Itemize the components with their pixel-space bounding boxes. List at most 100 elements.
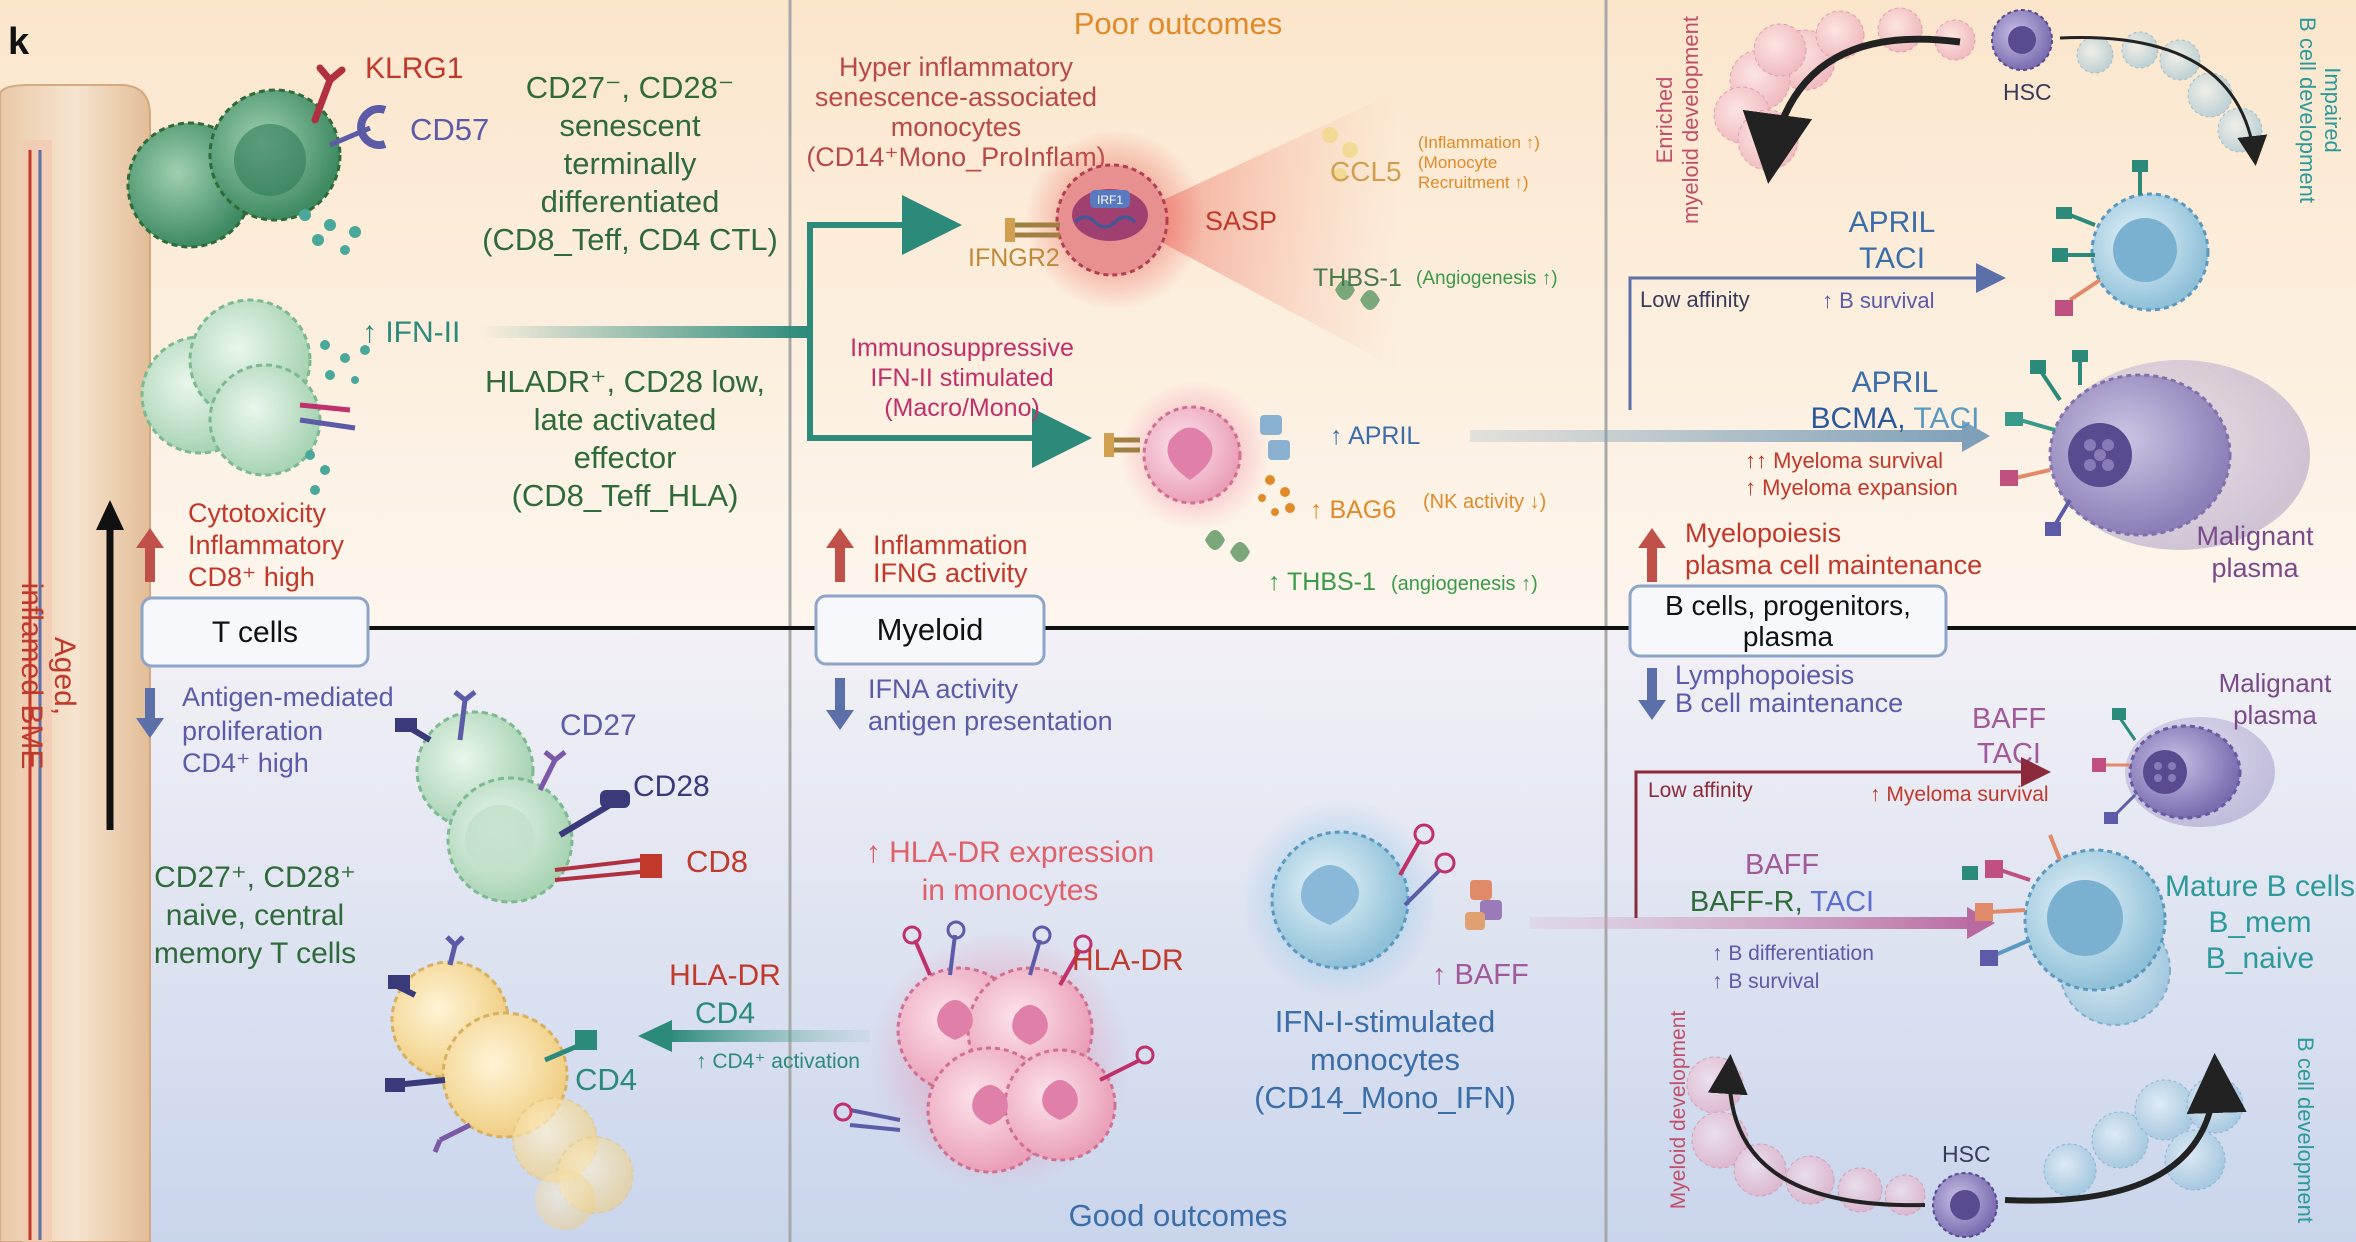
impaired-line1: Impaired bbox=[2320, 67, 2345, 153]
malignant-bottom-line1: Malignant bbox=[2219, 668, 2333, 698]
baff-taci-line1: BAFF bbox=[1972, 703, 2046, 735]
bcma-label: BCMA bbox=[1811, 402, 1898, 435]
thbs1b-label: ↑ THBS-1 bbox=[1268, 568, 1376, 596]
ccl5-note-line1: (Inflammation ↑) bbox=[1418, 133, 1540, 152]
bcell-up-line2: plasma cell maintenance bbox=[1685, 550, 1982, 580]
bcell-down-text: Lymphopoiesis B cell maintenance bbox=[1675, 660, 1903, 718]
enriched-myeloid-arrow bbox=[1742, 35, 1961, 184]
baffr-taci-label: BAFF-R, TACI bbox=[1690, 886, 1874, 918]
ccl5-note: (Inflammation ↑) (Monocyte Recruitment ↑… bbox=[1418, 133, 1540, 192]
ccl5-note-line2: (Monocyte bbox=[1418, 153, 1497, 172]
ccl5-note-line3: Recruitment ↑) bbox=[1418, 173, 1529, 192]
tcell-down-arrow bbox=[136, 688, 164, 738]
thbs1b-note: (angiogenesis ↑) bbox=[1391, 573, 1538, 595]
malignant-plasma-bottom bbox=[2092, 708, 2275, 827]
bcell-up-text: Myelopoiesis plasma cell maintenance bbox=[1685, 518, 1982, 580]
side-label-line2: inflamed BME bbox=[15, 583, 48, 770]
mature-bcell-label: Mature B cells B_mem B_naive bbox=[2165, 870, 2355, 975]
cd4-activation-arrow-shaft bbox=[670, 1030, 870, 1042]
ifn1-description: IFN-I-stimulated monocytes (CD14_Mono_IF… bbox=[1254, 1004, 1516, 1115]
tcell-down-line3: CD4⁺ high bbox=[182, 748, 309, 778]
myeloid-box: Myeloid bbox=[814, 594, 1046, 666]
hladr-cd4-labels: HLA-DR CD4 bbox=[669, 959, 781, 1030]
immuno-line3: (Macro/Mono) bbox=[884, 394, 1040, 422]
hla-expression-text: ↑ HLA-DR expression in monocytes bbox=[866, 836, 1154, 907]
cd4-tcell-cluster bbox=[385, 935, 634, 1230]
hyper-monocyte: IRF1 bbox=[1005, 90, 1400, 370]
sasp-label: SASP bbox=[1205, 206, 1277, 236]
bcell-up-line1: Myelopoiesis bbox=[1685, 518, 1841, 548]
april-taci-line1: APRIL bbox=[1849, 206, 1936, 239]
hladr-monocyte-cluster bbox=[833, 920, 1155, 1190]
ccl5-label: CCL5 bbox=[1330, 156, 1402, 187]
hladr-cd4-line2: CD4 bbox=[695, 997, 755, 1030]
ifn2-label: ↑ IFN-II bbox=[362, 316, 460, 349]
poor-outcomes-label: Poor outcomes bbox=[1074, 6, 1283, 41]
cd8-label: CD8 bbox=[686, 844, 748, 879]
immuno-description: Immunosuppressive IFN-II stimulated (Mac… bbox=[850, 334, 1074, 422]
bcma-comma: , bbox=[1897, 402, 1913, 435]
myeloid-down-text: IFNA activity antigen presentation bbox=[868, 674, 1113, 736]
cd57-label: CD57 bbox=[410, 112, 489, 147]
tcell-down-line1: Antigen-mediated bbox=[182, 682, 394, 712]
thbs1-icon bbox=[1335, 280, 1380, 310]
impaired-line2: B cell development bbox=[2295, 17, 2320, 203]
naive-description: CD27⁺, CD28⁺ naive, central memory T cel… bbox=[154, 861, 356, 970]
tcell-up-arrow bbox=[136, 528, 164, 582]
hyper-line1: Hyper inflammatory bbox=[839, 52, 1074, 82]
april-label: ↑ APRIL bbox=[1330, 422, 1420, 450]
myeloid-up-line2: IFNG activity bbox=[873, 558, 1028, 588]
myeloid-down-line2: antigen presentation bbox=[868, 706, 1113, 736]
hsc-cell-bottom bbox=[1932, 1172, 1998, 1238]
malignant-label-top: Malignant plasma bbox=[2196, 521, 2314, 583]
tcell-down-line2: proliferation bbox=[182, 716, 323, 746]
panel-letter: k bbox=[8, 21, 30, 63]
senescent-line5: (CD8_Teff, CD4 CTL) bbox=[482, 222, 778, 257]
myeloma-survival-label: ↑↑ Myeloma survival bbox=[1745, 448, 1943, 473]
bcells-label-line2: plasma bbox=[1743, 621, 1834, 652]
malignant-top-line1: Malignant bbox=[2196, 521, 2314, 551]
ifn1-line2: monocytes bbox=[1310, 1042, 1460, 1077]
myeloma-expansion-label: ↑ Myeloma expansion bbox=[1745, 475, 1958, 500]
hsc-label-bottom: HSC bbox=[1942, 1141, 1991, 1167]
naive-tcell-cluster bbox=[395, 690, 662, 904]
naive-line2: naive, central bbox=[166, 899, 344, 932]
naive-line3: memory T cells bbox=[154, 937, 356, 970]
tcells-box: T cells bbox=[140, 596, 370, 668]
thbs1-label: THBS-1 bbox=[1313, 264, 1402, 292]
baffr-label: BAFF-R bbox=[1690, 886, 1795, 918]
bcell-development-arrow bbox=[2004, 1053, 2247, 1204]
hyper-line2: senescence-associated bbox=[815, 82, 1097, 112]
hladr-line3: effector bbox=[574, 440, 677, 475]
b-survival-label: ↑ B survival bbox=[1822, 288, 1934, 313]
hladr-line1: HLADR⁺, CD28 low, bbox=[485, 364, 765, 399]
malignant-label-bottom: Malignant plasma bbox=[2219, 668, 2333, 730]
ifn1-line3: (CD14_Mono_IFN) bbox=[1254, 1080, 1516, 1115]
bcma-taci-label: BCMA, TACI bbox=[1811, 402, 1980, 435]
baff-arrow-head bbox=[1967, 907, 1995, 939]
hladr-description: HLADR⁺, CD28 low, late activated effecto… bbox=[485, 364, 765, 513]
tcell-down-text: Antigen-mediated proliferation CD4⁺ high bbox=[182, 682, 394, 778]
ifngr2-label: IFNGR2 bbox=[968, 244, 1060, 272]
cd28-label: CD28 bbox=[633, 770, 710, 803]
bcells-box: B cells, progenitors, plasma bbox=[1628, 584, 1948, 658]
low-affinity-arrow-bottom bbox=[1634, 757, 2051, 918]
bcell-down-line2: B cell maintenance bbox=[1675, 688, 1903, 718]
b-surv-label: ↑ B survival bbox=[1712, 970, 1819, 993]
april-arrow-head bbox=[1962, 420, 1990, 452]
cd27-label: CD27 bbox=[560, 709, 637, 742]
good-outcomes-background bbox=[0, 628, 2356, 1242]
malignant-bottom-line2: plasma bbox=[2233, 700, 2317, 730]
hsc-cell-top bbox=[1991, 9, 2053, 71]
hsc-label-top: HSC bbox=[2003, 79, 2052, 105]
april-arrow-shaft bbox=[1470, 430, 1970, 442]
april-bcma-label: APRIL BCMA, TACI bbox=[1811, 366, 1980, 435]
naive-line1: CD27⁺, CD28⁺ bbox=[154, 861, 356, 894]
ifn1-line1: IFN-I-stimulated bbox=[1275, 1004, 1495, 1039]
april-taci-label: APRIL TACI bbox=[1849, 206, 1936, 275]
senescent-tcell-cluster bbox=[126, 64, 387, 255]
myeloid-label: Myeloid bbox=[877, 612, 984, 647]
enriched-line2: myeloid development bbox=[1678, 16, 1703, 224]
cd4-activation-label: ↑ CD4⁺ activation bbox=[696, 1050, 860, 1073]
b-diff-label: ↑ B differentiation bbox=[1712, 942, 1874, 965]
